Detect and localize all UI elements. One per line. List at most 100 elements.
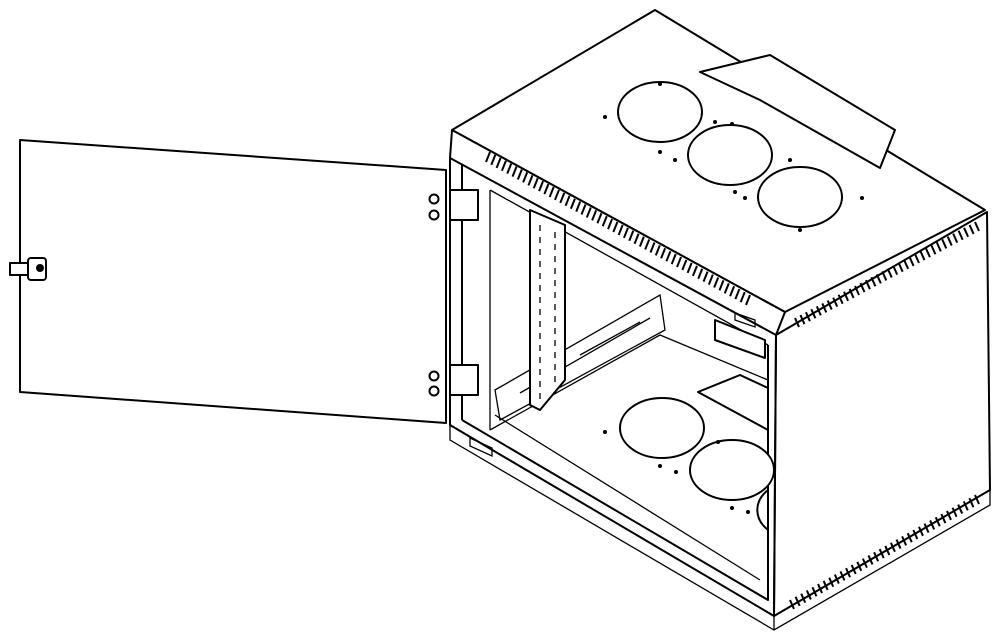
side-bottom-vent-slot xyxy=(918,526,924,537)
front-vent-slot xyxy=(575,201,582,212)
front-vent-slot xyxy=(580,204,587,215)
bottom-cable-entries xyxy=(603,374,775,531)
front-vent-slot xyxy=(665,250,672,262)
side-top-vent-slot xyxy=(875,273,882,284)
front-vent-slot xyxy=(554,189,560,201)
front-vent-slot xyxy=(707,274,714,285)
side-top-vent-slot xyxy=(946,236,953,246)
side-bottom-vent-slot xyxy=(845,567,851,578)
front-vent-slot xyxy=(633,233,640,245)
front-vent-slot xyxy=(601,215,608,227)
side-top-vent-slot xyxy=(908,256,915,267)
side-bottom-vent-slot xyxy=(912,529,919,540)
side-top-vent-slot xyxy=(870,276,877,287)
side-top-vent-slot xyxy=(810,308,817,319)
front-vent-slot xyxy=(649,242,656,253)
front-vent-slot xyxy=(500,160,507,172)
front-vent-slot xyxy=(596,212,603,224)
side-bottom-vent-slot xyxy=(929,520,936,530)
front-vent-slot xyxy=(739,291,746,303)
front-vent-slot xyxy=(660,247,667,259)
front-vent-slot xyxy=(718,280,725,291)
front-vent-slot xyxy=(607,218,613,230)
side-bottom-vent-slot xyxy=(968,497,975,508)
front-vent-slot xyxy=(527,174,534,186)
side-top-vent-slot xyxy=(892,265,899,276)
side-top-vent-slot xyxy=(864,279,871,290)
side-top-vent-slot xyxy=(914,253,920,264)
top-cable-entries xyxy=(603,54,896,232)
side-bottom-vent-slot xyxy=(833,574,840,584)
side-bottom-vent-slot xyxy=(811,586,818,597)
side-top-vent-slot xyxy=(794,317,800,328)
side-top-vent-slot xyxy=(935,241,942,252)
side-top-vent-slot xyxy=(974,221,980,232)
front-vent-slot xyxy=(495,157,502,169)
side-bottom-vent-slot xyxy=(923,523,930,534)
side-bottom-vent-slot xyxy=(946,510,952,521)
front-vent-slot xyxy=(506,163,513,175)
side-bottom-vent-slot xyxy=(861,558,868,569)
front-vent-slot xyxy=(569,198,576,210)
side-bottom-vent-slot xyxy=(817,583,823,594)
front-vent-slot xyxy=(670,253,677,265)
front-vent-slot xyxy=(702,271,709,283)
side-top-vent-slot xyxy=(854,285,860,296)
side-bottom-vent-slot xyxy=(901,535,908,546)
front-vent-slot xyxy=(638,236,645,248)
front-vent-slot xyxy=(686,262,693,274)
front-vent-slot xyxy=(490,154,497,166)
side-top-vent-slot xyxy=(859,282,866,293)
side-top-vent-slot xyxy=(919,250,926,261)
front-vent-slot xyxy=(713,277,720,288)
side-top-vent-slot xyxy=(881,271,888,281)
vent-slots xyxy=(485,151,980,610)
side-top-vent-slot xyxy=(843,291,850,302)
side-bottom-vent-slot xyxy=(805,590,812,600)
side-bottom-vent-slot xyxy=(934,516,941,527)
front-vent-slot xyxy=(585,207,592,218)
front-vent-slot xyxy=(522,172,529,183)
front-vent-slot xyxy=(559,192,566,204)
side-top-vent-slot xyxy=(815,305,822,316)
side-bottom-vent-slot xyxy=(794,596,801,607)
front-vent-slot xyxy=(617,224,624,236)
front-vent-slot xyxy=(681,259,688,271)
door-pins xyxy=(428,193,440,397)
side-bottom-vent-slot xyxy=(895,539,902,549)
side-bottom-vent-slot xyxy=(940,513,947,524)
side-bottom-vent-slot xyxy=(822,580,829,591)
side-top-vent-slot xyxy=(968,224,975,235)
side-bottom-vent-slot xyxy=(962,500,969,511)
side-bottom-vent-slot xyxy=(789,599,795,610)
side-top-vent-slot xyxy=(804,311,811,322)
front-vent-slot xyxy=(628,230,635,242)
side-top-vent-slot xyxy=(963,227,970,238)
side-bottom-vent-slot xyxy=(867,555,874,565)
side-top-vent-slot xyxy=(837,294,844,305)
side-bottom-vent-slot xyxy=(850,564,857,575)
front-vent-slot xyxy=(548,186,555,198)
side-top-vent-slot xyxy=(821,303,828,313)
side-top-vent-slot xyxy=(924,247,931,258)
side-top-vent-slot xyxy=(799,314,806,325)
side-bottom-vent-slot xyxy=(951,507,958,518)
front-vent-slot xyxy=(697,268,704,280)
side-bottom-vent-slot xyxy=(889,542,896,553)
front-vent-slot xyxy=(676,256,682,268)
side-bottom-vent-slot xyxy=(873,551,880,562)
front-vent-slot xyxy=(591,209,598,221)
door xyxy=(9,139,447,424)
side-bottom-vent-slot xyxy=(906,532,913,543)
side-bottom-vent-slot xyxy=(839,570,846,581)
front-vent-slot xyxy=(723,282,730,294)
front-vent-slot xyxy=(734,288,741,300)
side-bottom-vent-slot xyxy=(856,561,863,572)
side-bottom-vent-slot xyxy=(957,504,964,514)
front-vent-slot xyxy=(532,177,539,189)
side-top-vent-slot xyxy=(903,259,910,270)
front-vent-slot xyxy=(729,285,736,297)
side-top-vent-slot xyxy=(886,268,893,278)
front-vent-slot xyxy=(538,180,544,192)
